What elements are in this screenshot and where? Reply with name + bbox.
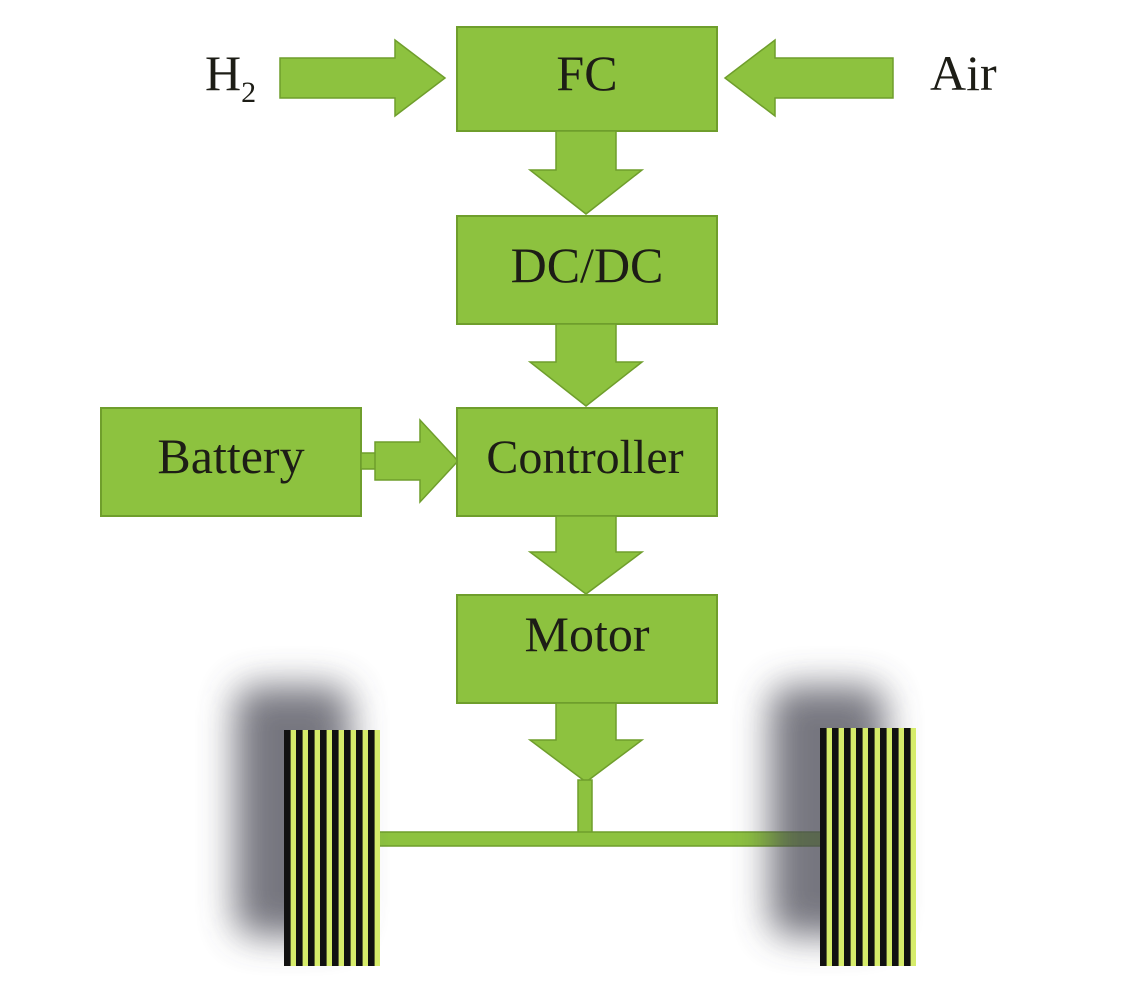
right-tire-tread-stripe <box>820 728 827 966</box>
right-tire-tread-stripe <box>904 728 911 966</box>
battery-to-controller-arrow <box>374 418 460 504</box>
dcdc-to-controller-arrow <box>527 323 645 407</box>
right-wheel <box>770 686 916 966</box>
left-tire-tread-stripe <box>368 730 375 966</box>
left-tire-tread-stripe <box>344 730 351 966</box>
battery-label: Battery <box>157 428 304 484</box>
controller-to-motor-arrow <box>527 515 645 595</box>
battery-block <box>100 407 362 517</box>
right-tire-tread-stripe <box>832 728 839 966</box>
left-tire-tread-stripe <box>356 730 363 966</box>
drive-shaft <box>577 779 593 839</box>
right-tire-tread-stripe <box>856 728 863 966</box>
axle <box>377 831 825 847</box>
right-tire-tread-stripe <box>892 728 899 966</box>
fuel-cell-block <box>456 26 718 132</box>
hydrogen-arrow <box>279 38 447 118</box>
dcdc-converter-block <box>456 215 718 325</box>
left-tire-tread-stripe <box>308 730 315 966</box>
air-arrow <box>723 38 894 118</box>
motor-label: Motor <box>525 606 650 662</box>
right-tire-tread-stripe <box>844 728 851 966</box>
left-tire-tread-stripe <box>284 730 291 966</box>
motor-to-axle-arrow <box>527 702 645 783</box>
left-tire-tread-stripe <box>296 730 303 966</box>
air-input-label: Air <box>930 45 997 101</box>
dcdc-converter-label: DC/DC <box>511 237 664 293</box>
fc-to-dcdc-arrow <box>527 130 645 215</box>
right-tire-tread-stripe <box>880 728 887 966</box>
right-tire-tread-stripe <box>868 728 875 966</box>
left-tire-tread-stripe <box>320 730 327 966</box>
controller-label: Controller <box>486 431 683 484</box>
fuel-cell-label: FC <box>556 45 617 101</box>
left-wheel <box>235 686 380 966</box>
hydrogen-input-label: H2 <box>205 45 256 109</box>
left-tire-tread-stripe <box>332 730 339 966</box>
